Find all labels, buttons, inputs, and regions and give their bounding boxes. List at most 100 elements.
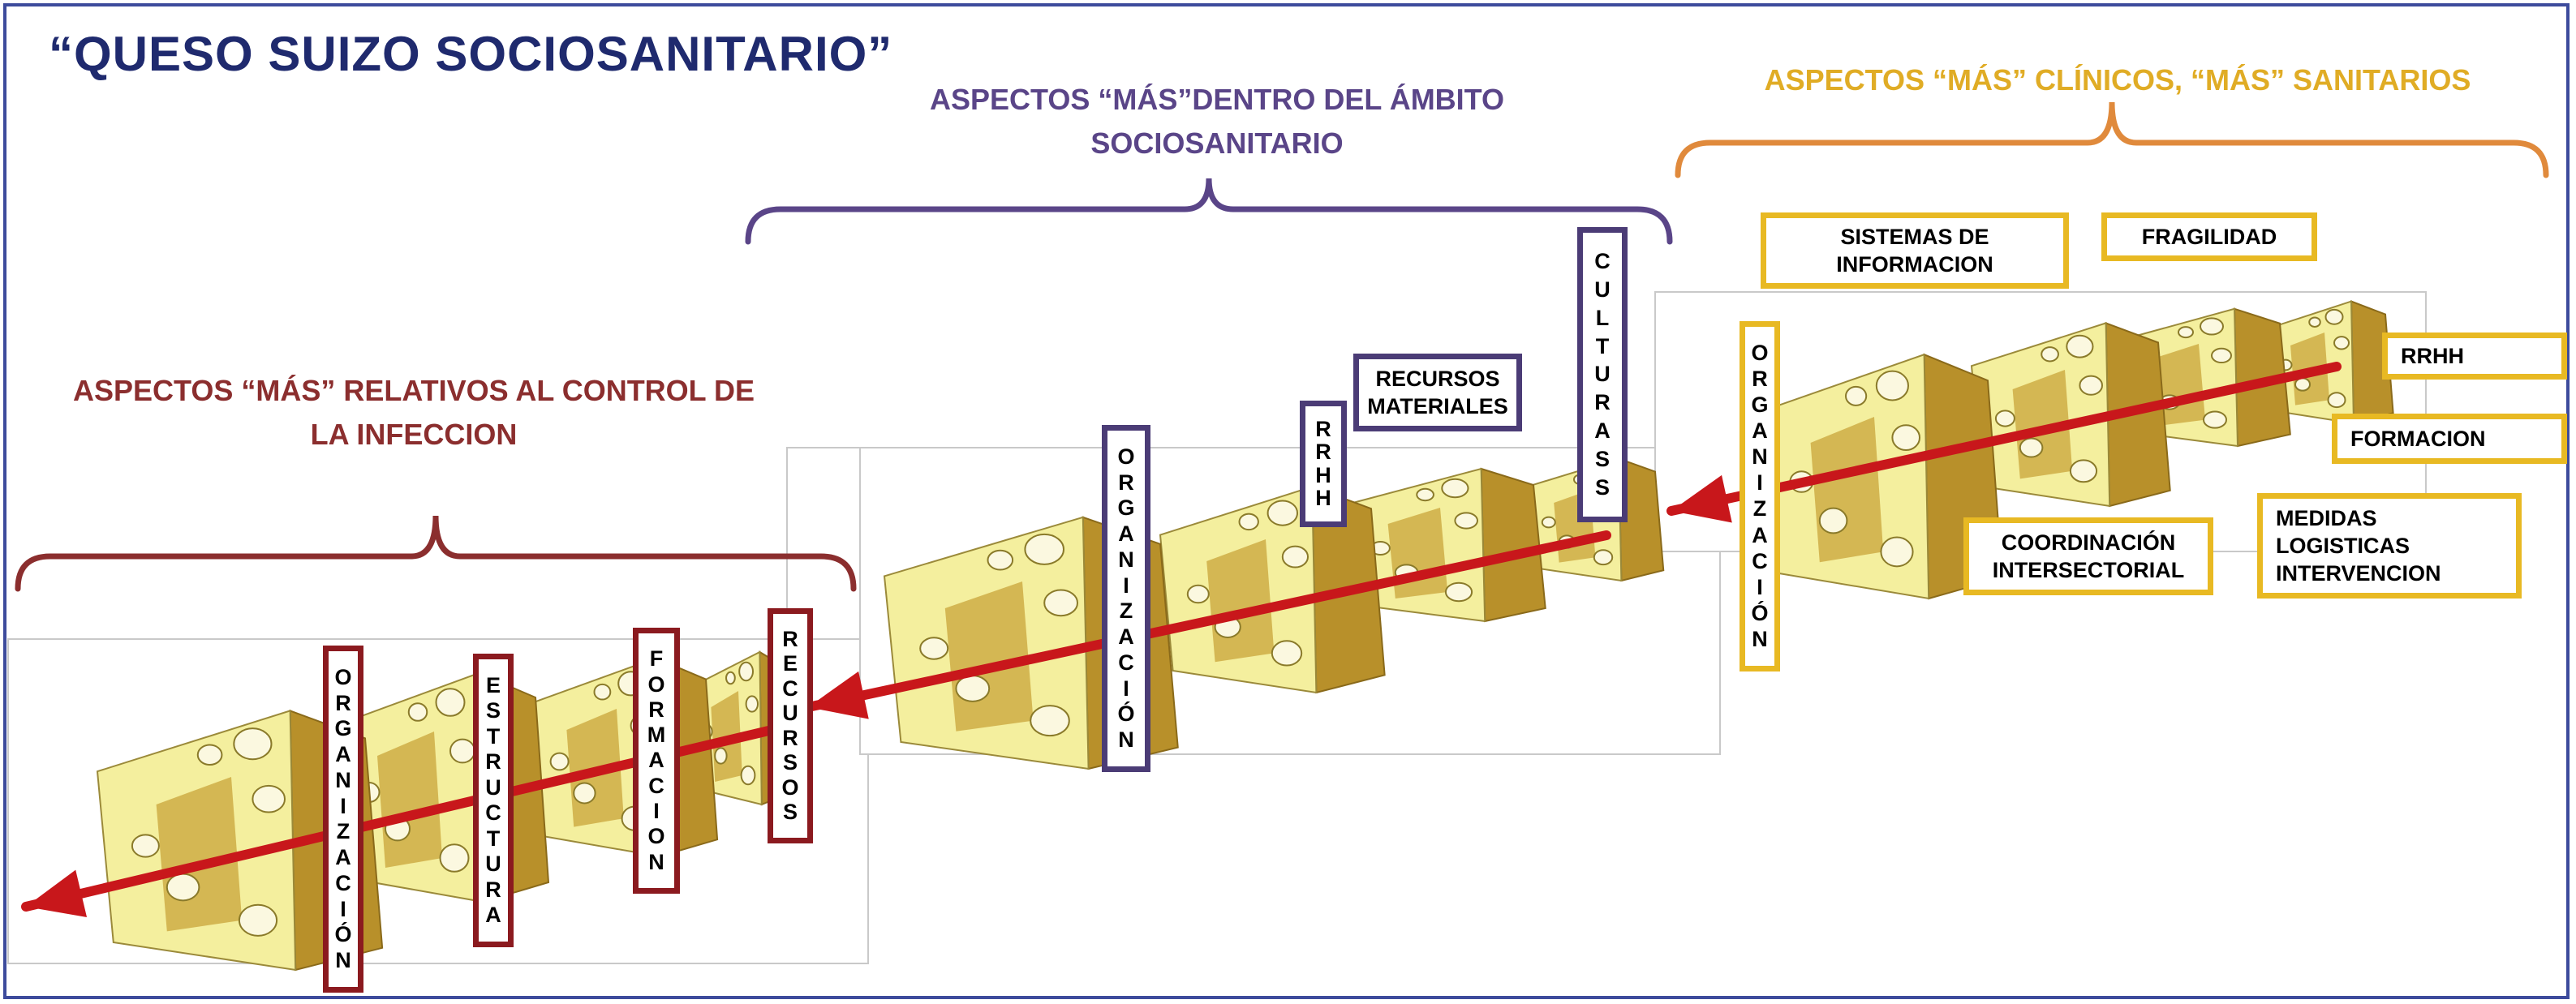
cheese-hole-shadow xyxy=(1206,539,1275,663)
cheese-hole xyxy=(1845,385,1868,406)
vertical-letter: O xyxy=(781,774,799,800)
layer-sistemas-informacion: SISTEMAS DE INFORMACION xyxy=(1761,212,2069,289)
header-sociosanitario: ASPECTOS “MÁS”DENTRO DEL ÁMBITO SOCIOSAN… xyxy=(929,83,1505,160)
cheese-hole xyxy=(1441,478,1469,499)
cheese-hole xyxy=(987,549,1014,571)
vertical-letter: N xyxy=(1752,626,1768,651)
layer-recursos-materiales: RECURSOS MATERIALES xyxy=(1353,354,1522,431)
cheese-hole xyxy=(2069,459,2098,483)
vertical-letter: R xyxy=(648,697,664,722)
vertical-letter: Z xyxy=(336,819,350,844)
layer-medidas-logisticas: MEDIDAS LOGISTICAS INTERVENCION xyxy=(2257,493,2522,599)
vertical-letter: N xyxy=(1118,547,1134,572)
cheese-hole xyxy=(725,671,736,685)
vertical-letter: N xyxy=(335,767,351,792)
vertical-letter: N xyxy=(1752,444,1768,470)
cheese-hole xyxy=(955,675,991,702)
cheese-hole xyxy=(233,727,273,761)
cheese-hole xyxy=(1875,370,1909,401)
vertical-letter: O xyxy=(647,671,665,697)
vertical-letter: L xyxy=(1595,305,1610,330)
vertical-letter: I xyxy=(653,799,660,824)
vertical-letter: R xyxy=(1315,440,1331,465)
vertical-letter: A xyxy=(335,742,351,767)
cheese-hole xyxy=(1416,487,1434,502)
vertical-letter: F xyxy=(649,646,664,671)
vertical-letter: U xyxy=(1594,277,1611,302)
cheese-hole xyxy=(252,784,286,813)
brace-infection xyxy=(15,515,857,592)
layer-rrhh-clinical: RRHH xyxy=(2382,333,2567,380)
cheese-hole xyxy=(573,782,596,804)
cheese-hole xyxy=(2203,410,2227,429)
cheese-hole xyxy=(1266,500,1299,526)
cheese-hole xyxy=(407,702,428,722)
cheese-hole xyxy=(196,744,223,766)
vertical-letter: G xyxy=(1751,393,1769,418)
outer-frame xyxy=(3,3,2570,999)
vertical-letter: Z xyxy=(1119,599,1133,624)
cheese-hole xyxy=(166,873,200,902)
vertical-letter: O xyxy=(1751,341,1769,366)
cheese-hole xyxy=(2333,336,2350,350)
layer-formacion-clinical: FORMACION xyxy=(2332,414,2567,464)
cheese-hole xyxy=(738,661,754,682)
cheese-hole xyxy=(449,738,475,764)
cheese-slice xyxy=(1970,321,2171,508)
vertical-letter: U xyxy=(782,701,798,726)
cheese-hole xyxy=(1541,516,1556,529)
vertical-letter: C xyxy=(648,773,664,798)
brace-sociosanitario xyxy=(745,178,1673,245)
cheese-hole xyxy=(131,834,160,858)
vertical-letter: I xyxy=(1123,573,1129,598)
vertical-letter: U xyxy=(485,774,501,800)
vertical-letter: C xyxy=(1594,248,1611,273)
vertical-letter: G xyxy=(1117,496,1135,521)
vertical-letter: A xyxy=(648,748,664,773)
vertical-letter: T xyxy=(486,723,501,749)
cheese-hole xyxy=(1818,507,1848,534)
cheese-hole xyxy=(745,695,759,713)
vertical-letter: H xyxy=(1315,462,1331,487)
cheese-hole xyxy=(1024,533,1064,565)
header-infection-control: ASPECTOS “MÁS” RELATIVOS AL CONTROL DE L… xyxy=(72,374,755,451)
vertical-letter: I xyxy=(340,896,346,921)
cheese-hole xyxy=(2324,308,2344,325)
cheese-hole-shadow xyxy=(944,581,1034,732)
vertical-letter: R xyxy=(335,690,351,715)
vertical-letter: A xyxy=(1752,418,1768,444)
cheese-hole xyxy=(2066,334,2094,358)
vertical-letter: E xyxy=(485,672,501,697)
vertical-letter: R xyxy=(485,877,501,902)
vertical-letter: R xyxy=(485,749,501,774)
cheese-hole xyxy=(549,752,570,771)
cheese-hole xyxy=(740,765,756,786)
vertical-letter: A xyxy=(1594,418,1611,444)
vertical-letter: O xyxy=(334,664,352,689)
vertical-letter: Ó xyxy=(1751,600,1769,625)
vertical-letter: Z xyxy=(1752,496,1767,521)
arrow-head xyxy=(808,671,869,719)
vertical-letter: R xyxy=(782,725,798,750)
vertical-letter: N xyxy=(648,849,664,874)
vertical-letter: M xyxy=(647,723,666,748)
vertical-letter: R xyxy=(782,626,798,651)
brace-clinical xyxy=(1675,101,2549,178)
vertical-letter: I xyxy=(1757,470,1763,496)
cheese-hole xyxy=(238,903,278,937)
header-clinical: ASPECTOS “MÁS” CLÍNICOS, “MÁS” SANITARIO… xyxy=(1764,63,2471,97)
cheese-hole xyxy=(919,637,949,660)
layer-fragilidad: FRAGILIDAD xyxy=(2101,212,2317,261)
cheese-hole xyxy=(2200,317,2224,336)
cheese-hole xyxy=(1593,549,1614,566)
cheese-hole xyxy=(2019,437,2044,458)
cheese-hole xyxy=(1880,536,1914,568)
cheese-hole xyxy=(1043,589,1078,617)
vertical-letter: N xyxy=(335,948,351,973)
